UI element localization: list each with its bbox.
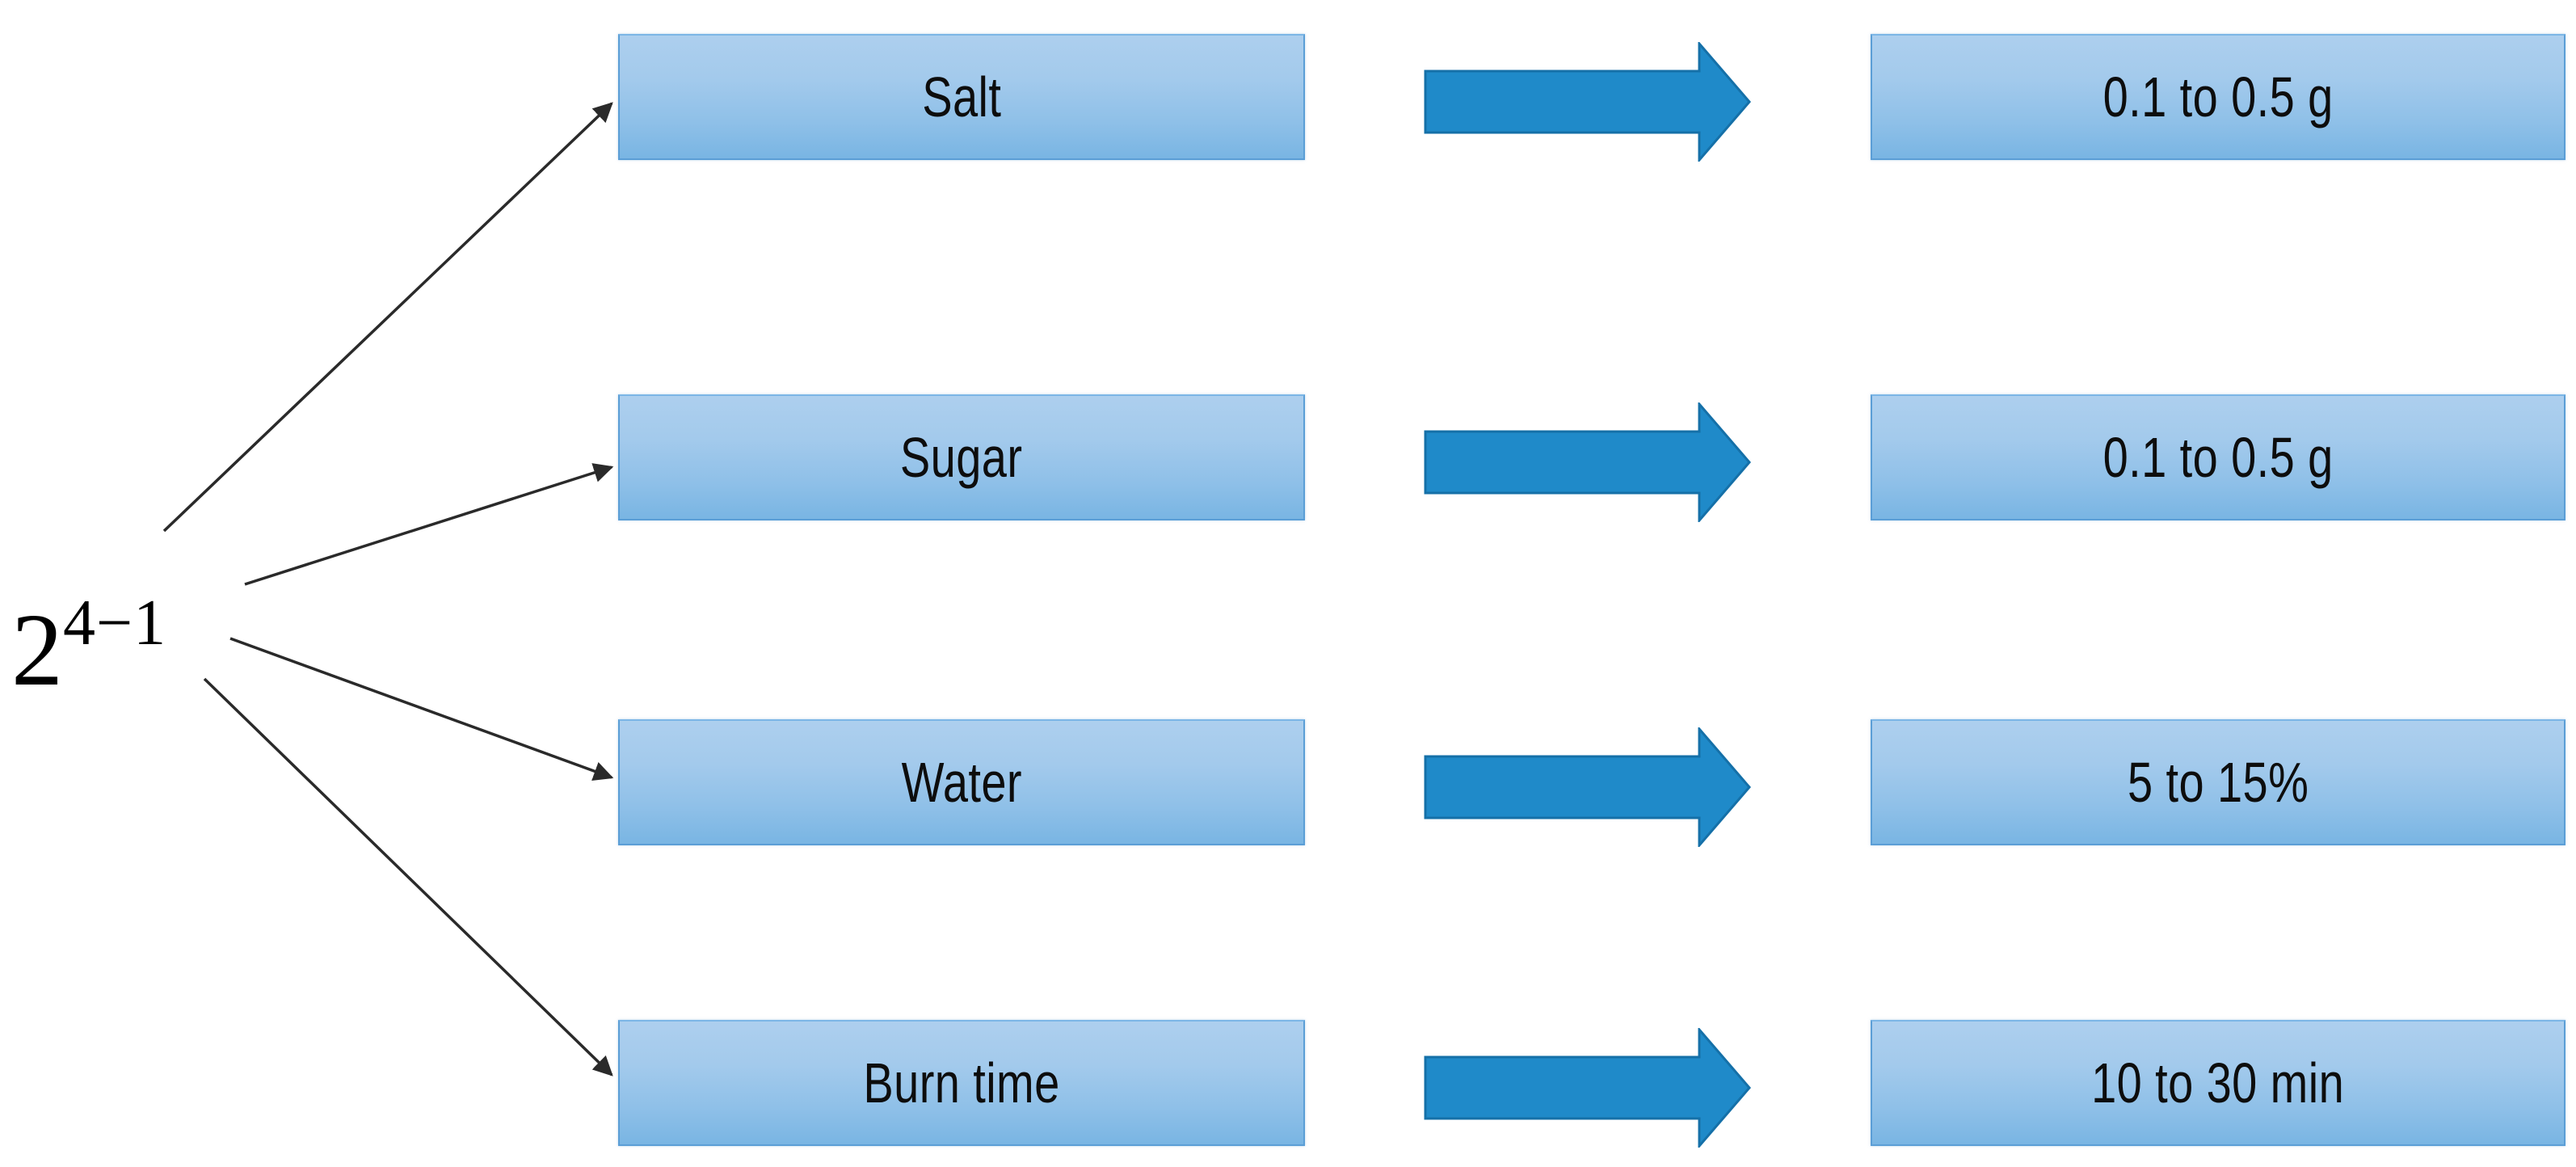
connector-to-salt	[162, 102, 613, 533]
factor-label-4: Burn time	[863, 1051, 1060, 1114]
factor-label-2: Sugar	[900, 426, 1023, 489]
value-label-3: 5 to 15%	[2127, 751, 2309, 814]
block-arrow-right-icon-2	[1424, 402, 1751, 522]
factor-box-2[interactable]: Sugar	[618, 394, 1305, 520]
connector-to-burn-time	[203, 677, 613, 1076]
value-label-2: 0.1 to 0.5 g	[2102, 426, 2334, 489]
block-arrow-right-icon-4	[1424, 1028, 1751, 1148]
value-box-2[interactable]: 0.1 to 0.5 g	[1871, 394, 2565, 520]
factor-box-4[interactable]: Burn time	[618, 1020, 1305, 1146]
factor-label-1: Salt	[921, 65, 1002, 128]
design-notation-exponent: 4−1	[63, 588, 167, 659]
value-label-1: 0.1 to 0.5 g	[2102, 65, 2334, 128]
factor-box-3[interactable]: Water	[618, 719, 1305, 845]
value-box-4[interactable]: 10 to 30 min	[1871, 1020, 2565, 1146]
design-notation-label: 24−1	[11, 591, 166, 701]
block-arrow-right-icon-1	[1424, 42, 1751, 162]
connector-to-sugar	[244, 463, 614, 586]
value-box-1[interactable]: 0.1 to 0.5 g	[1871, 34, 2565, 160]
design-notation-base: 2	[11, 592, 63, 707]
value-label-4: 10 to 30 min	[2091, 1051, 2345, 1114]
factor-box-1[interactable]: Salt	[618, 34, 1305, 160]
factor-label-3: Water	[901, 751, 1022, 814]
block-arrow-right-icon-3	[1424, 727, 1751, 847]
connector-to-water	[229, 637, 614, 781]
value-box-3[interactable]: 5 to 15%	[1871, 719, 2565, 845]
